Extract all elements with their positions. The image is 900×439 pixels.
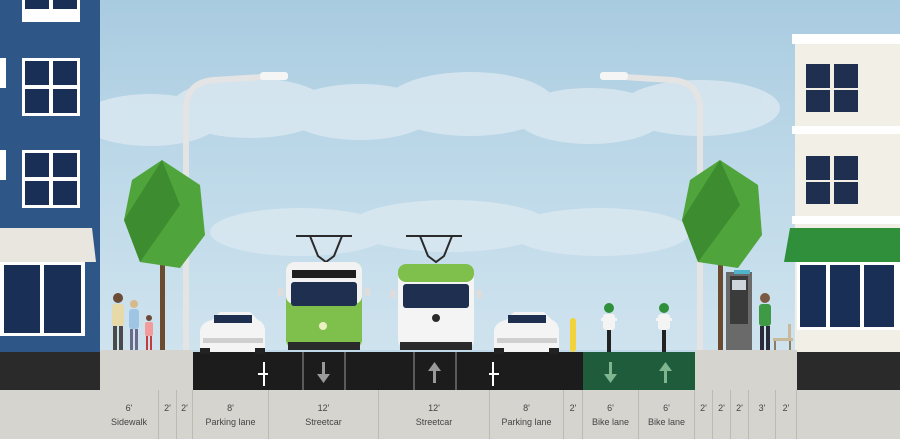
- segment-buffer: 3': [749, 390, 776, 439]
- car-icon: [200, 312, 265, 354]
- cyclist-icon: [601, 303, 617, 352]
- segment-buffer: 2': [695, 390, 713, 439]
- bike-lane-surface: [583, 352, 695, 390]
- segment-buffer: 2': [776, 390, 797, 439]
- streetcar-rails: [302, 352, 457, 390]
- bollard-icon: [570, 318, 576, 352]
- pedestrian-icon: [759, 293, 771, 350]
- tree-icon: [124, 160, 205, 350]
- streetlight-icon: [183, 73, 281, 350]
- arrow-down-icon: [604, 362, 617, 383]
- segment-parking-lane: 8' Parking lane: [490, 390, 564, 439]
- segment-name: Bike lane: [647, 417, 686, 427]
- segment-sidewalk: 6' Sidewalk: [100, 390, 159, 439]
- segment-width: 2': [569, 403, 577, 413]
- pedestrian-icon: [112, 293, 124, 350]
- segment-width: 3': [758, 403, 766, 413]
- segment-name: Streetcar: [305, 417, 342, 427]
- segment-name: Bike lane: [591, 417, 630, 427]
- segment-bike-lane: 6' Bike lane: [583, 390, 639, 439]
- right-building: [784, 34, 900, 354]
- segment-name: Parking lane: [501, 417, 552, 427]
- segment-parking-lane: 8' Parking lane: [193, 390, 269, 439]
- parking-lane-markers: [258, 362, 499, 386]
- segment-buffer: 2': [564, 390, 583, 439]
- segment-width: 8': [523, 403, 530, 413]
- segment-name: Parking lane: [205, 417, 256, 427]
- segment-streetcar: 12' Streetcar: [379, 390, 490, 439]
- segment-width: 2': [700, 403, 707, 413]
- segment-buffer: 2': [713, 390, 731, 439]
- streetlight-head-left: [260, 72, 288, 80]
- curb-left: [0, 352, 100, 390]
- kiosk-icon: [726, 270, 752, 350]
- segment-buffer: 2': [177, 390, 193, 439]
- segment-width: 2': [736, 403, 743, 413]
- streetlight-icon: [607, 73, 703, 350]
- segment-buffer: 2': [731, 390, 749, 439]
- segment-width: 6': [607, 403, 614, 413]
- segment-width: 2': [181, 403, 188, 413]
- arrow-up-icon: [659, 362, 672, 383]
- segment-width: 12': [317, 403, 330, 413]
- segment-width: 2': [164, 403, 171, 413]
- segment-width: 2': [782, 403, 790, 413]
- streetlight-head-right: [600, 72, 628, 80]
- pedestrian-icon: [145, 315, 153, 350]
- segment-label-strip: [0, 390, 900, 439]
- clouds: [80, 72, 780, 256]
- segment-width: 2': [718, 403, 725, 413]
- streetcar-icon: [278, 235, 370, 350]
- sidewalk-surface-right: [695, 350, 797, 390]
- arrow-down-icon: [317, 362, 330, 383]
- segment-bike-lane: 6' Bike lane: [639, 390, 695, 439]
- segment-width: 8': [227, 403, 234, 413]
- segment-name: Sidewalk: [110, 417, 148, 427]
- left-building: [0, 0, 100, 352]
- cyclist-icon: [656, 303, 672, 352]
- segment-width: 12': [428, 403, 440, 413]
- segment-width: 6': [125, 403, 133, 413]
- arrow-up-icon: [428, 362, 441, 383]
- segment-buffer: 2': [159, 390, 177, 439]
- car-icon: [494, 312, 559, 354]
- segment-width: 6': [663, 403, 670, 413]
- streetcar-icon: [390, 235, 482, 350]
- sidewalk-surface-left: [100, 350, 193, 390]
- curb-right: [797, 352, 900, 390]
- bench-icon: [773, 324, 793, 350]
- segment-name: Streetcar: [415, 417, 453, 427]
- pedestrian-icon: [129, 300, 139, 350]
- segment-streetcar: 12' Streetcar: [269, 390, 379, 439]
- tree-icon: [682, 160, 762, 350]
